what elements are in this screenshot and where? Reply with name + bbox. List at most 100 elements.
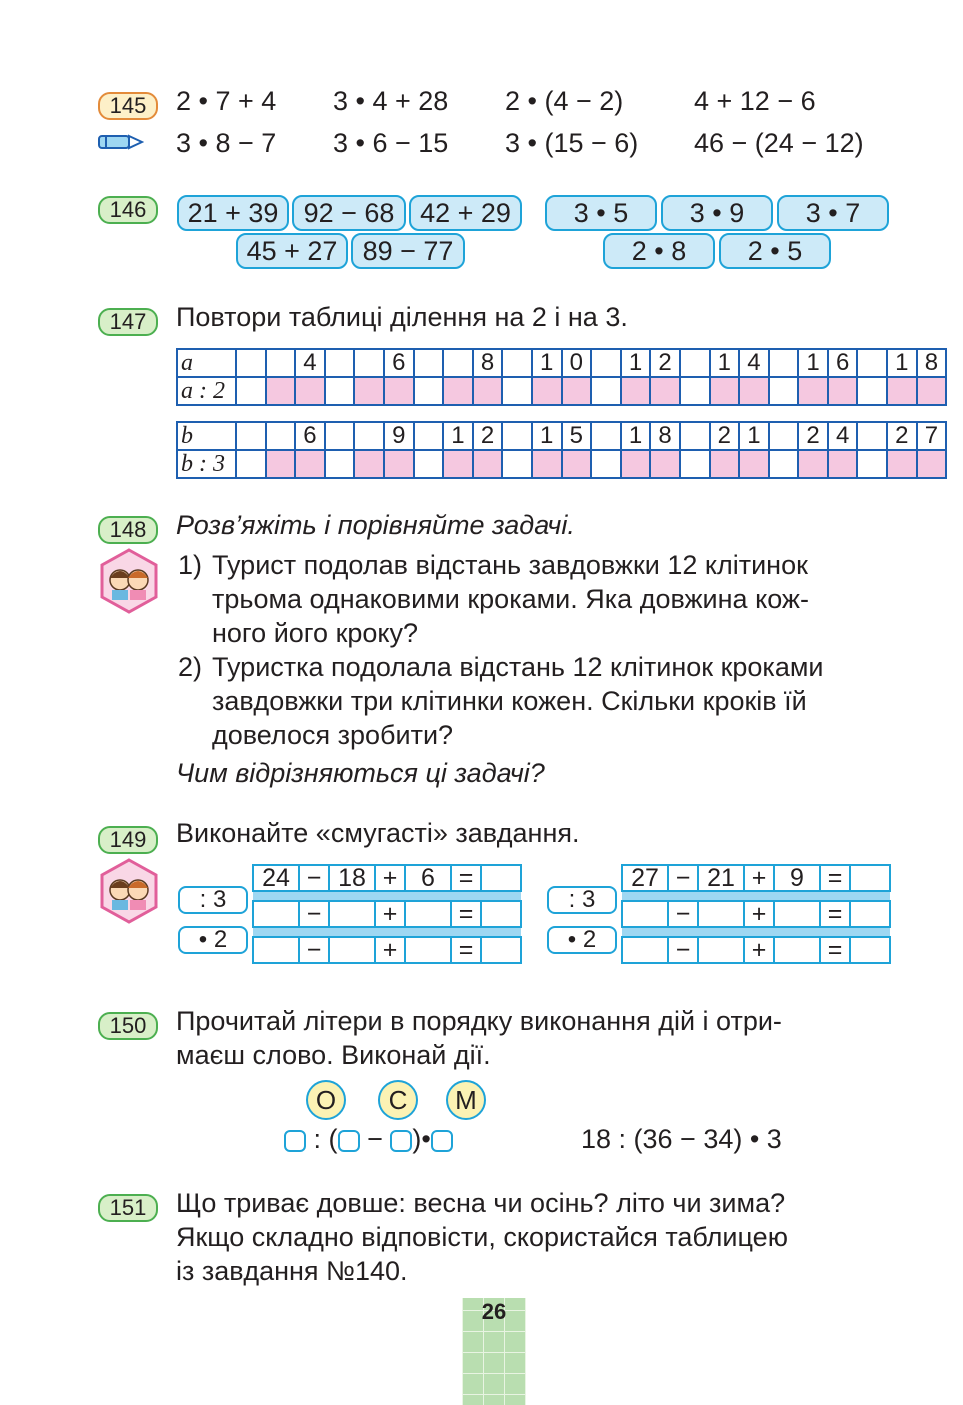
table-cell <box>590 348 622 378</box>
answer-cell[interactable] <box>353 376 385 406</box>
cell: 6 <box>404 864 452 892</box>
table-digit: 6 <box>294 421 326 451</box>
table-digit: 1 <box>530 421 563 451</box>
answer-cell[interactable] <box>480 936 522 964</box>
answer-cell[interactable] <box>294 449 326 479</box>
answer-cell[interactable] <box>826 449 859 479</box>
answer-cell[interactable] <box>530 376 563 406</box>
answer-cell[interactable] <box>404 936 452 964</box>
exercise-150-line: Прочитай літери в порядку виконання дій … <box>176 1006 782 1036</box>
cell: − <box>667 936 699 964</box>
cell: − <box>667 900 699 928</box>
answer-cell[interactable] <box>264 449 297 479</box>
table-cell <box>235 449 267 479</box>
pair-work-icon <box>100 858 158 924</box>
table-cell <box>412 449 445 479</box>
answer-cell[interactable] <box>849 900 891 928</box>
answer-cell[interactable] <box>382 376 415 406</box>
exercise-150-number: 150 <box>98 1012 158 1040</box>
exercise-149-text: Виконайте «смугасті» завдання. <box>176 818 580 848</box>
answer-cell[interactable] <box>328 900 376 928</box>
table-digit: 1 <box>442 421 474 451</box>
answer-cell[interactable] <box>471 449 504 479</box>
expr-card: 2 • 5 <box>719 233 831 269</box>
answer-cell[interactable] <box>849 864 891 892</box>
table-label: a <box>176 348 237 378</box>
answer-cell[interactable] <box>826 376 859 406</box>
answer-cell[interactable] <box>797 449 829 479</box>
cell: = <box>819 936 851 964</box>
answer-cell[interactable] <box>797 376 829 406</box>
table-cell <box>501 421 533 451</box>
answer-cell[interactable] <box>649 449 681 479</box>
table-cell <box>501 376 533 406</box>
table-digit: 1 <box>619 421 652 451</box>
table-digit: 8 <box>915 348 948 378</box>
operation-multiply-2: • 2 <box>547 926 617 954</box>
table-cell <box>235 348 267 378</box>
answer-cell[interactable] <box>708 376 741 406</box>
exercise-149-number: 149 <box>98 826 158 854</box>
answer-cell[interactable] <box>480 864 522 892</box>
answer-cell[interactable] <box>738 376 770 406</box>
table-cell <box>590 449 622 479</box>
answer-cell[interactable] <box>773 900 821 928</box>
cell: − <box>667 864 699 892</box>
answer-cell[interactable] <box>353 449 385 479</box>
exercise-147-text: Повтори таблиці ділення на 2 і на 3. <box>176 302 628 332</box>
exercise-151-line: Якщо складно відповісти, скористайся таб… <box>176 1222 788 1252</box>
answer-cell[interactable] <box>915 376 948 406</box>
cell: = <box>450 864 482 892</box>
answer-cell[interactable] <box>252 936 300 964</box>
answer-cell[interactable] <box>442 449 474 479</box>
answer-cell[interactable] <box>886 376 918 406</box>
answer-cell[interactable] <box>294 376 326 406</box>
answer-cell[interactable] <box>621 900 669 928</box>
answer-cell[interactable] <box>773 936 821 964</box>
cell: = <box>819 900 851 928</box>
answer-cell[interactable] <box>480 900 522 928</box>
cell: 18 <box>328 864 376 892</box>
answer-cell[interactable] <box>442 376 474 406</box>
table-digit <box>353 348 385 378</box>
exercise-148-number: 148 <box>98 516 158 544</box>
scheme-sign: ( <box>328 1124 338 1154</box>
answer-cell[interactable] <box>382 449 415 479</box>
answer-cell[interactable] <box>328 936 376 964</box>
answer-cell[interactable] <box>697 936 745 964</box>
answer-cell[interactable] <box>697 900 745 928</box>
expr-card: 3 • 5 <box>545 195 657 231</box>
table-digit: 5 <box>560 421 593 451</box>
exercise-151-line: із завдання №140. <box>176 1256 408 1286</box>
answer-cell[interactable] <box>849 936 891 964</box>
answer-cell[interactable] <box>560 376 593 406</box>
expr-145-2: 3 • 4 + 28 <box>333 86 449 116</box>
cell: − <box>298 936 330 964</box>
answer-cell[interactable] <box>264 376 297 406</box>
operation-divide-3: : 3 <box>178 886 248 914</box>
answer-cell[interactable] <box>560 449 593 479</box>
answer-cell[interactable] <box>708 449 741 479</box>
answer-cell[interactable] <box>252 900 300 928</box>
answer-cell[interactable] <box>530 449 563 479</box>
table-digit: 1 <box>738 421 770 451</box>
cell: + <box>374 900 406 928</box>
table-cell <box>856 421 889 451</box>
table-cell <box>767 449 800 479</box>
table-digit: 2 <box>708 421 741 451</box>
answer-cell[interactable] <box>886 449 918 479</box>
answer-cell[interactable] <box>619 376 652 406</box>
answer-cell[interactable] <box>621 936 669 964</box>
expr-145-5: 3 • 8 − 7 <box>176 128 277 158</box>
answer-cell[interactable] <box>404 900 452 928</box>
answer-cell[interactable] <box>738 449 770 479</box>
table-cell <box>767 376 800 406</box>
table-cell <box>590 421 622 451</box>
answer-cell[interactable] <box>915 449 948 479</box>
answer-cell[interactable] <box>471 376 504 406</box>
answer-cell[interactable] <box>649 376 681 406</box>
table-digit: 7 <box>915 421 948 451</box>
answer-cell[interactable] <box>619 449 652 479</box>
exercise-150-expression: 18 : (36 − 34) • 3 <box>581 1124 782 1154</box>
